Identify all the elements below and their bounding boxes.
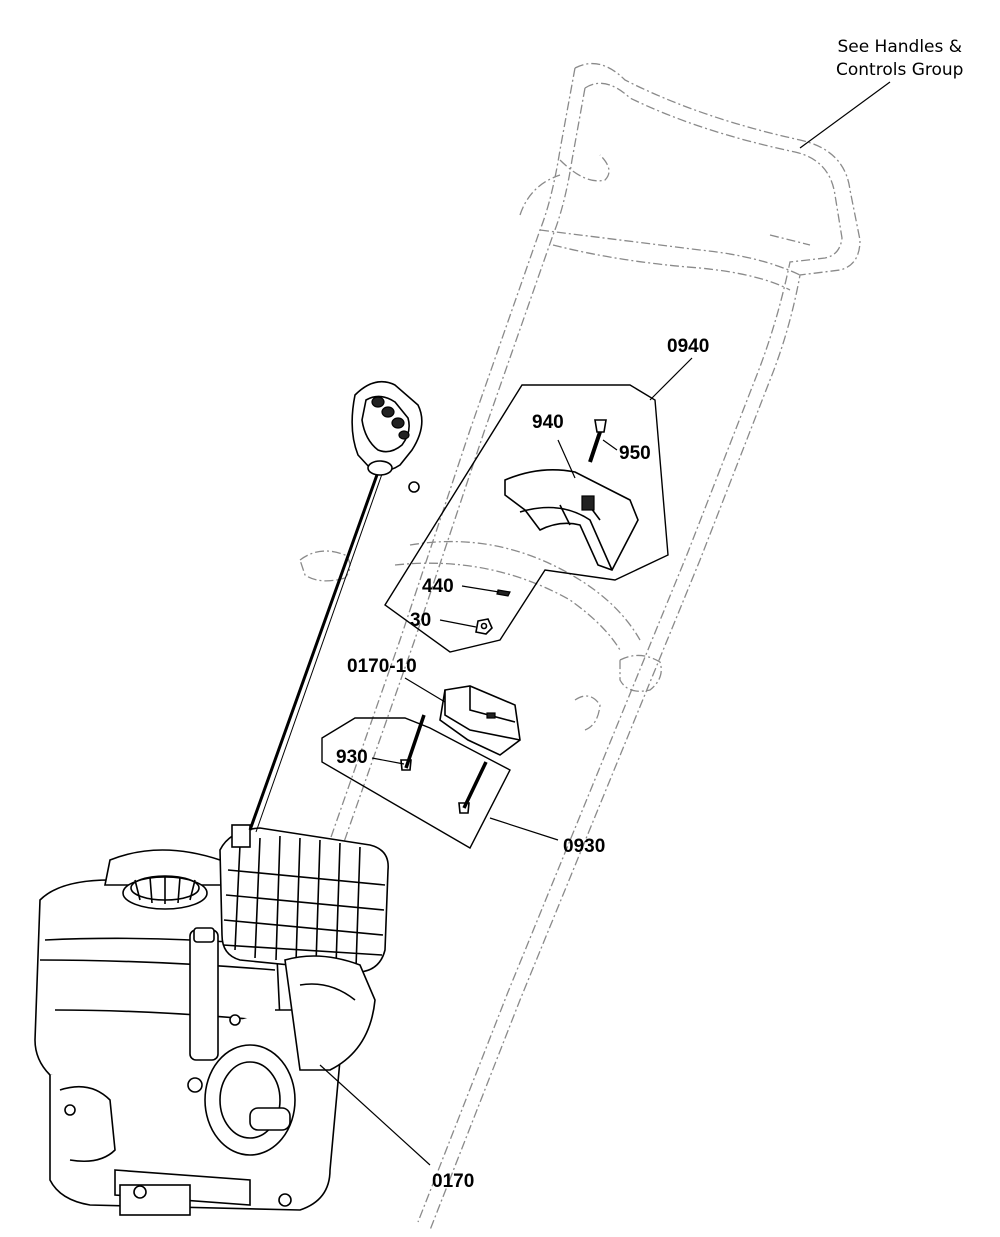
callout-930: 930: [336, 747, 368, 768]
callout-0170: 0170: [432, 1171, 475, 1192]
reference-note-line-2: Controls Group: [836, 59, 964, 80]
callout-940: 940: [532, 412, 564, 433]
reference-note: See Handles & Controls Group: [836, 36, 963, 82]
part-0170-10-block: [439, 685, 521, 756]
part-940-bracket: [504, 468, 639, 571]
callout-0170-10: 0170-10: [347, 656, 417, 677]
handle-frame-phantom: [299, 62, 861, 1231]
reference-note-line-1: See Handles &: [837, 37, 963, 57]
part-440-screw: [496, 589, 511, 597]
group-outline-0930: [321, 717, 511, 849]
part-930-bolts: [400, 714, 488, 814]
part-30-nut: [475, 618, 493, 635]
group-outline-0940: [384, 384, 669, 653]
callout-0930: 0930: [563, 836, 606, 857]
dipstick-handle: [248, 380, 423, 833]
callout-950: 950: [619, 443, 651, 464]
engine-assembly: [34, 824, 389, 1216]
leader-lines: [319, 81, 891, 1166]
callout-30: 30: [410, 610, 432, 631]
callout-440: 440: [422, 576, 454, 597]
callout-0940: 0940: [667, 336, 710, 357]
part-950-bolt: [588, 419, 607, 463]
